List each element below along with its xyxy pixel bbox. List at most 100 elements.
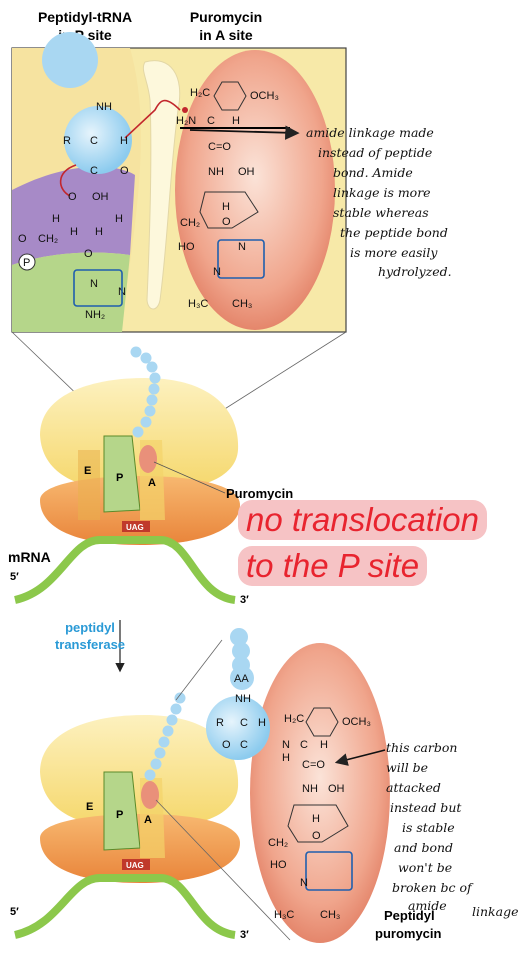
chem-c-b: C: [240, 717, 248, 729]
amide-note-line6: the peptide bond: [340, 225, 448, 240]
chem-n-b: N: [282, 739, 290, 751]
carbon-note-line2: will be: [386, 760, 428, 775]
chem-h2n: H₂N: [176, 115, 196, 127]
chem-oh-b: OH: [328, 783, 345, 795]
header-left-line1: Peptidyl-tRNA: [38, 9, 132, 25]
chem-h-puro: H: [232, 115, 240, 127]
chem-ch2: CH₂: [38, 233, 58, 245]
site-p: P: [116, 472, 123, 484]
chem-c-puro: C: [207, 115, 215, 127]
ribosome-top: E P A UAG: [13, 378, 240, 604]
chem-h2c: H₂C: [190, 87, 210, 99]
amide-note: amide linkage made instead of peptide bo…: [306, 125, 452, 279]
peptidyl-puromycin-line2: puromycin: [375, 926, 442, 941]
chem-c-b2: C: [240, 739, 248, 751]
chem-n1: N: [90, 278, 98, 290]
chem-och3-b: OCH₃: [342, 716, 371, 728]
chem-co-b: C=O: [302, 759, 325, 771]
chem-h3c: H₃C: [188, 298, 208, 310]
chem-ch3-b: CH₃: [320, 909, 340, 921]
chem-oh-r: OH: [238, 166, 255, 178]
chem-nh-b: NH: [235, 693, 251, 705]
peptide-beads-bottom: [144, 692, 186, 781]
chem-o: O: [120, 165, 129, 177]
carbon-note-line3: attacked: [386, 780, 441, 795]
chem-nh2: NH₂: [85, 309, 105, 321]
carbon-note-line10: linkage: [472, 904, 518, 919]
mrna-strand: [13, 536, 236, 604]
site-e-2: E: [86, 801, 93, 813]
top-structure-panel: NH R C H C O O OH H H H H O O CH₂ P N N …: [11, 32, 347, 333]
ribose-purple-region: [12, 166, 135, 265]
chem-ch2-b: CH₂: [268, 837, 288, 849]
chem-p: P: [23, 257, 30, 269]
chem-o2: O: [68, 191, 77, 203]
carbon-note: this carbon will be attacked instead but…: [386, 740, 518, 919]
chem-oh: OH: [92, 191, 109, 203]
site-a: A: [148, 477, 156, 489]
chem-ch3: CH₃: [232, 298, 252, 310]
chem-o-b: O: [222, 739, 231, 751]
peptidyl-label: peptidyl: [65, 620, 115, 635]
puromycin-label: Puromycin: [226, 486, 293, 501]
amino-acid-circle: [64, 106, 132, 174]
chem-h-r: H: [115, 213, 123, 225]
chem-n-b2: N: [300, 877, 308, 889]
peptide-chain-bead: [42, 32, 98, 88]
amide-note-line7: is more easily: [350, 245, 438, 260]
callout-line2: to the P site: [238, 546, 428, 586]
chem-n-r2: N: [213, 266, 221, 278]
chem-aa: AA: [234, 673, 249, 685]
amide-note-line8: hydrolyzed.: [378, 264, 452, 279]
chem-h-b4: H: [312, 813, 320, 825]
header-right-line2: in A site: [199, 27, 253, 43]
puromycin-oval: [175, 50, 335, 330]
chem-nh-b2: NH: [302, 783, 318, 795]
chem-nh: NH: [96, 101, 112, 113]
chem-h3c-b: H₃C: [274, 909, 294, 921]
attack-arrow: [124, 99, 181, 139]
carbon-note-line7: won't be: [398, 860, 452, 875]
three-prime-top: 3′: [240, 594, 249, 606]
chem-n-r1: N: [238, 241, 246, 253]
chem-h-2: H: [95, 226, 103, 238]
chem-c2: C: [90, 165, 98, 177]
peptide-beads-top: [130, 346, 161, 438]
header-right-line1: Puromycin: [190, 9, 262, 25]
transferase-label: transferase: [55, 637, 125, 652]
chem-c-o: C=O: [208, 141, 231, 153]
carbon-note-line4: instead but: [390, 800, 462, 815]
chem-h-r1: H: [222, 201, 230, 213]
carbon-note-line8: broken bc of: [392, 880, 474, 895]
amide-note-line1: amide linkage made: [306, 125, 434, 140]
chem-och3: OCH₃: [250, 90, 279, 102]
chem-r-b: R: [216, 717, 224, 729]
amide-note-line3: bond. Amide: [333, 165, 413, 180]
five-prime-bottom: 5′: [10, 906, 19, 918]
amide-note-line4: linkage is more: [333, 185, 431, 200]
carbon-note-line6: and bond: [394, 840, 453, 855]
chem-o-ring: O: [84, 248, 93, 260]
peptidyl-puromycin-line1: Peptidyl: [384, 908, 435, 923]
chem-c-b3: C: [300, 739, 308, 751]
carbon-arrow: [334, 749, 386, 766]
chem-h-b3: H: [282, 752, 290, 764]
callout-line1: no translocation: [238, 500, 487, 540]
chem-ho: HO: [178, 241, 195, 253]
adenine-green-region: [12, 252, 130, 332]
carbon-note-line5: is stable: [402, 820, 455, 835]
amide-note-line2: instead of peptide: [318, 145, 432, 160]
chem-h-b2: H: [320, 739, 328, 751]
carbon-note-line9: amide: [408, 898, 447, 913]
chem-ch2-r: CH₂: [180, 217, 200, 229]
chem-h-b: H: [258, 717, 266, 729]
site-e: E: [84, 465, 91, 477]
chem-h: H: [120, 135, 128, 147]
site-p-2: P: [116, 809, 123, 821]
stop-codon: UAG: [126, 523, 144, 532]
chem-h-l: H: [52, 213, 60, 225]
site-a-2: A: [144, 814, 152, 826]
chem-h-1: H: [70, 226, 78, 238]
five-prime-top: 5′: [10, 571, 19, 583]
ribosome-bottom: E P A UAG: [13, 715, 240, 939]
